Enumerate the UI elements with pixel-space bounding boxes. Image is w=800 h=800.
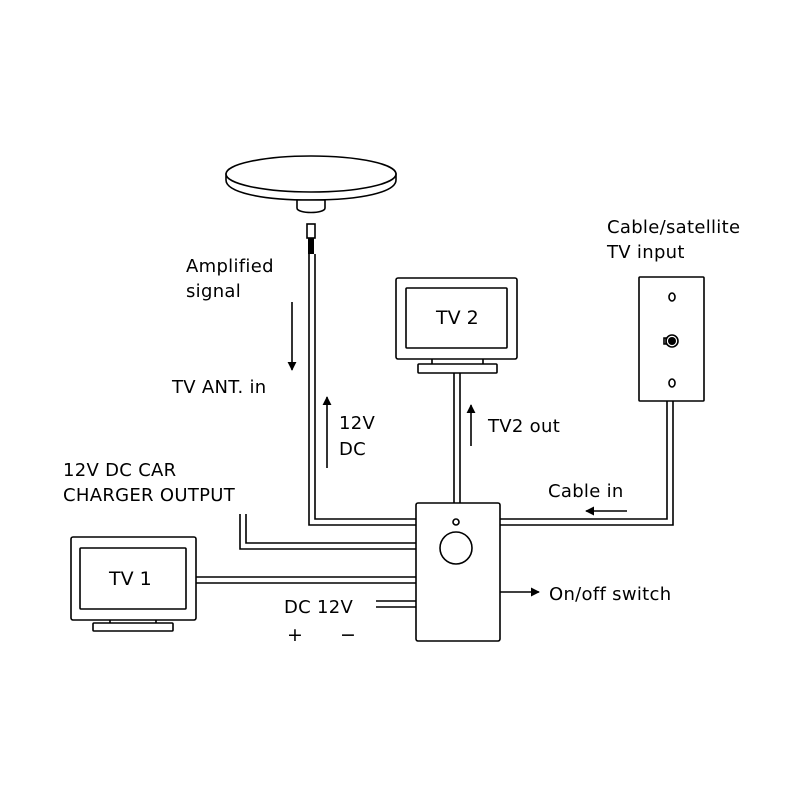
wall-plate (638, 276, 705, 402)
tv1-label: TV 1 (108, 568, 152, 590)
label-cable-satellite-2: TV input (606, 242, 685, 263)
label-tv2-out: TV2 out (487, 416, 560, 437)
tv2: TV 2 (395, 277, 518, 374)
antenna (225, 155, 397, 254)
tv1-cable (196, 576, 416, 584)
label-dc-12v: DC 12V (284, 597, 354, 618)
tv2-cable (453, 373, 461, 503)
label-plus: + (287, 624, 303, 646)
label-tv-ant-in: TV ANT. in (171, 377, 267, 398)
tv1: TV 1 (70, 536, 197, 632)
label-car-charger-1: 12V DC CAR (63, 460, 176, 481)
label-12v: 12V (339, 413, 376, 434)
label-minus: − (340, 624, 356, 646)
label-cable-in: Cable in (548, 481, 624, 502)
label-amplified-1: Amplified (186, 256, 274, 277)
control-box[interactable] (415, 502, 501, 642)
label-amplified-2: signal (186, 281, 241, 302)
label-on-off-switch: On/off switch (549, 584, 671, 605)
wall-cable (500, 401, 674, 526)
label-dc: DC (339, 439, 366, 460)
car-charger-cable (239, 514, 416, 550)
dc-leads (376, 600, 416, 608)
label-cable-satellite-1: Cable/satellite (607, 217, 740, 238)
tv2-label: TV 2 (435, 307, 479, 329)
label-car-charger-2: CHARGER OUTPUT (63, 485, 236, 506)
antenna-cable (308, 254, 416, 526)
